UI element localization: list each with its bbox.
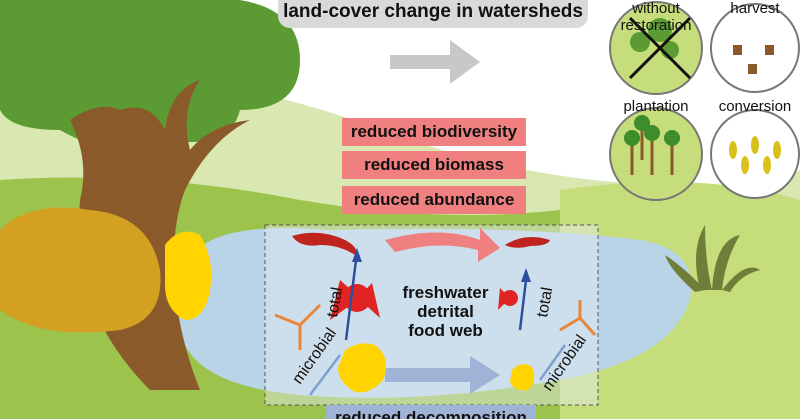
gray-arrow xyxy=(390,40,480,84)
food-web-title-line3: food web xyxy=(408,321,483,340)
blue-arrow xyxy=(385,356,500,394)
effect-abundance: reduced abundance xyxy=(342,186,526,214)
right-microbial-arrow xyxy=(538,344,567,381)
food-web-title-line1: freshwater xyxy=(402,283,489,302)
right-total-arrow xyxy=(518,279,528,331)
left-microbial-arrow xyxy=(309,354,341,396)
effect-biomass: reduced biomass xyxy=(342,151,526,179)
invertebrate-large xyxy=(292,232,357,255)
scenario-label-conversion: conversion xyxy=(718,98,792,115)
food-web-title-line2: detrital xyxy=(417,302,474,321)
right-total-label: total xyxy=(534,286,556,319)
effect-biodiversity: reduced biodiversity xyxy=(342,118,526,146)
scenario-label-without-restoration: without restoration xyxy=(620,0,692,34)
scenario-label-plantation: plantation xyxy=(623,98,689,115)
food-web-title: freshwater detrital food web xyxy=(388,283,503,340)
scenario-circle-plantation xyxy=(609,107,703,201)
reeds xyxy=(665,225,760,292)
header-title: land-cover change in watersheds xyxy=(278,0,588,28)
left-total-arrow xyxy=(344,259,358,341)
lake xyxy=(178,228,692,398)
pink-arrow xyxy=(385,228,500,262)
microbe-small xyxy=(498,288,518,310)
scenario-circle-harvest xyxy=(710,3,800,93)
fungus-small xyxy=(510,364,535,391)
bush-yellow xyxy=(165,231,212,320)
scenario-label-harvest: harvest xyxy=(730,0,780,17)
tree-canopy xyxy=(0,0,300,148)
hyphae-right xyxy=(559,300,597,336)
invertebrate-small xyxy=(505,236,550,248)
fungus-large xyxy=(338,343,387,393)
scenario-circle-conversion xyxy=(710,109,800,199)
scenario-circle-without-restoration xyxy=(609,1,703,95)
microbe-large xyxy=(330,280,380,320)
decomposition-label: reduced decomposition xyxy=(326,405,536,419)
left-total-label: total xyxy=(324,286,346,319)
bush-orange xyxy=(0,207,161,333)
hyphae-left xyxy=(274,303,322,350)
